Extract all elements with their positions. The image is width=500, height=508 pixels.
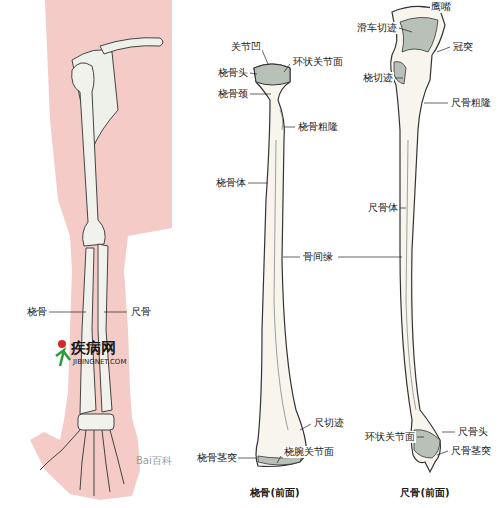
leader-line	[248, 183, 268, 184]
leader-line	[442, 432, 455, 433]
finger	[110, 430, 124, 484]
radius-small	[80, 248, 96, 414]
arm-silhouette	[30, 0, 172, 500]
finger	[102, 430, 110, 492]
ulna-bone	[391, 6, 445, 472]
part-label: 关节凹	[230, 41, 262, 53]
leader-line	[250, 73, 257, 74]
part-label: 鹰嘴	[430, 1, 452, 13]
leader-line	[284, 127, 295, 128]
part-label: 桡腕关节面	[283, 446, 335, 458]
carpals	[78, 414, 114, 430]
leader-line	[338, 257, 402, 258]
icon-dot	[58, 340, 66, 348]
part-label: 环状关节面	[292, 56, 344, 68]
finger	[94, 430, 95, 496]
radial-notch	[394, 62, 406, 84]
part-label: 滑车切迹	[356, 22, 398, 34]
leader-lines	[49, 28, 455, 463]
leader-line	[400, 208, 406, 209]
part-label: 桡骨颈	[217, 88, 249, 100]
humerus	[72, 63, 105, 246]
part-label: 桡骨	[26, 306, 48, 318]
leader-line	[300, 424, 311, 430]
leader-line	[437, 47, 450, 52]
icon-figure	[56, 350, 70, 366]
leader-line	[250, 94, 271, 95]
radius-shading	[274, 110, 288, 430]
part-label: 尺骨体	[367, 202, 399, 214]
part-label: 桡骨粗隆	[297, 121, 339, 133]
watermark: 疾病网	[70, 339, 117, 357]
leader-line	[424, 103, 448, 104]
part-label: 尺骨粗隆	[450, 97, 492, 109]
leader-line	[237, 458, 256, 459]
leader-line	[283, 257, 300, 258]
part-label: 桡骨(前面)	[249, 487, 300, 499]
part-label: 尺骨(前面)	[399, 487, 450, 499]
watermark-icon	[56, 340, 70, 366]
finger	[80, 430, 86, 490]
part-label: 尺骨	[130, 306, 152, 318]
leader-line	[262, 50, 268, 64]
part-label: 桡切迹	[362, 72, 394, 84]
watermark: Bai百科	[135, 455, 173, 467]
leader-line	[417, 437, 424, 438]
part-label: 环状关节面	[364, 431, 416, 443]
watermark: JIBINGNET.COM	[72, 358, 127, 366]
part-label: 桡骨头	[217, 67, 249, 79]
part-label: 尺骨头	[457, 426, 489, 438]
part-label: 尺骨茎突	[450, 445, 492, 457]
ulna-small	[98, 244, 112, 412]
radius-head	[254, 64, 290, 85]
leader-line	[49, 312, 86, 313]
leader-line	[399, 28, 412, 32]
part-label: 骨间缘	[302, 251, 334, 263]
ulna-shading	[406, 140, 416, 410]
leader-line	[395, 78, 403, 79]
part-label: 冠突	[452, 41, 474, 53]
hand-bones	[40, 414, 124, 496]
part-label: 桡骨茎突	[196, 452, 238, 464]
leader-line	[104, 312, 127, 313]
part-label: 尺切迹	[313, 417, 345, 429]
leader-line	[284, 64, 290, 72]
clavicle	[100, 38, 163, 54]
thumb	[40, 430, 80, 470]
leader-line	[277, 456, 281, 463]
ulna-head-surface	[414, 430, 440, 458]
leader-line	[437, 451, 448, 455]
part-label: 桡骨体	[215, 177, 247, 189]
trochlear-notch	[400, 17, 438, 52]
